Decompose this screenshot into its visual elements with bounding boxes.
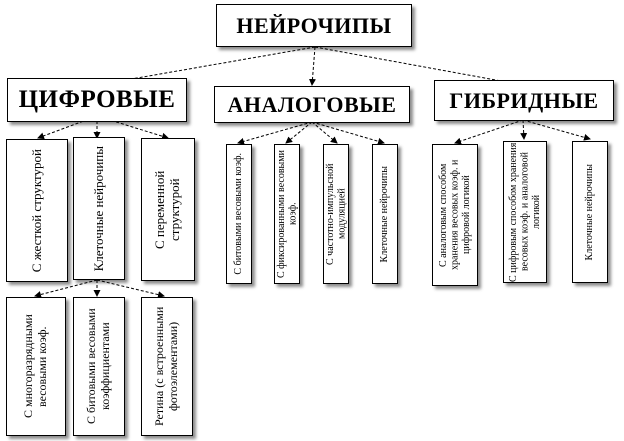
hybrid-item-label: С цифровым способом хранения весовых коэ… <box>507 142 542 282</box>
analog-item-fixed: С фиксированными весовыми коэф. <box>274 144 300 284</box>
analog-item-bit: С битовыми весовыми коэф. <box>226 144 252 284</box>
analog-item-label: С частотно-импульсной модуляцией <box>324 163 348 265</box>
arrow-root-hybrid <box>314 46 524 88</box>
arrow-analog-3 <box>311 121 338 144</box>
arrow-cell-3 <box>96 279 165 299</box>
arrow-analog-2 <box>285 121 313 144</box>
digital-item-rigid: С жесткой структурой <box>6 139 68 282</box>
arrow-root-digital <box>96 46 316 88</box>
digital-item-cellular: Клеточные нейрочипы <box>73 137 125 280</box>
arrow-analog-1 <box>237 121 313 145</box>
digital-subitem-label: Ретина (с встроенными фотоэлементами) <box>152 306 180 427</box>
arrow-hybrid-1 <box>454 119 524 145</box>
category-analog-label: АНАЛОГОВЫЕ <box>227 91 397 117</box>
analog-item-label: С битовыми весовыми коэф. <box>233 153 245 275</box>
digital-subitem-retina: Ретина (с встроенными фотоэлементами) <box>141 297 193 436</box>
root-label: НЕЙРОЧИПЫ <box>236 12 392 38</box>
analog-item-pulse: С частотно-импульсной модуляцией <box>323 144 349 284</box>
hybrid-item-cellular: Клеточные нейрочипы <box>572 141 608 283</box>
category-hybrid: ГИБРИДНЫЕ <box>434 80 614 121</box>
digital-item-label: С жесткой структурой <box>28 148 44 273</box>
category-digital: ЦИФРОВЫЕ <box>7 78 187 122</box>
category-analog: АНАЛОГОВЫЕ <box>214 86 410 123</box>
analog-item-label: Клеточные нейрочипы <box>379 165 391 263</box>
digital-item-label: Клеточные нейрочипы <box>90 145 106 272</box>
category-hybrid-label: ГИБРИДНЫЕ <box>449 87 599 113</box>
arrow-hybrid-2 <box>520 119 528 140</box>
analog-item-cellular: Клеточные нейрочипы <box>372 144 398 284</box>
arrow-cell-1 <box>34 279 98 298</box>
arrow-root-analog <box>308 46 316 86</box>
category-digital-label: ЦИФРОВЫЕ <box>18 86 176 113</box>
hybrid-item-label: Клеточные нейрочипы <box>584 163 596 261</box>
hybrid-item-digital-storage: С цифровым способом хранения весовых коэ… <box>503 141 547 283</box>
hybrid-item-analog-storage: С аналоговым способом хранения весовых к… <box>432 144 478 286</box>
digital-item-label: С переменной структурой <box>152 170 182 249</box>
root-node: НЕЙРОЧИПЫ <box>216 4 412 47</box>
arrow-hybrid-3 <box>522 119 591 141</box>
digital-subitem-bit: С битовыми весовыми коэффициентами <box>73 297 125 436</box>
analog-item-label: С фиксированными весовыми коэф. <box>275 150 299 278</box>
digital-subitem-label: С битовыми весовыми коэффициентами <box>84 308 112 425</box>
hybrid-item-label: С аналоговым способом хранения весовых к… <box>437 159 472 271</box>
arrow-analog-4 <box>311 121 385 145</box>
digital-subitem-multibit: С многоразрядными весовыми коэф. <box>6 297 66 436</box>
digital-subitem-label: С многоразрядными весовыми коэф. <box>21 314 49 419</box>
digital-item-variable: С переменной структурой <box>141 138 195 281</box>
